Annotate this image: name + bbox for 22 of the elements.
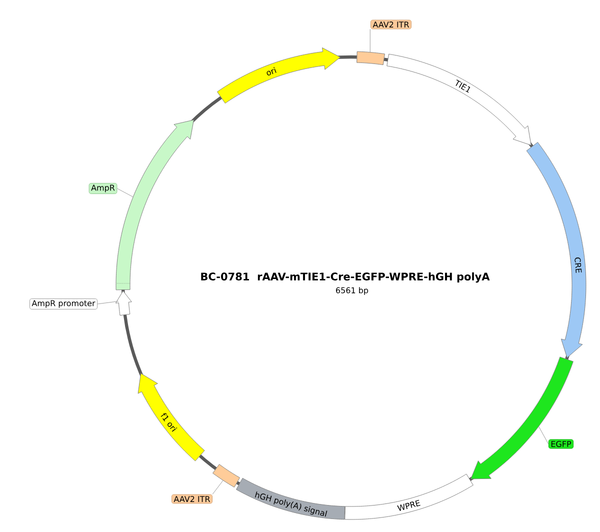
leader-line bbox=[97, 301, 119, 304]
feature-block bbox=[356, 51, 385, 66]
map-title: BC-0781 rAAV-mTIE1-Cre-EGFP-WPRE-hGH polyA bbox=[201, 272, 490, 283]
feature-segment bbox=[116, 120, 194, 290]
feature-segment: f1 ori bbox=[138, 373, 205, 462]
feature-block: hGH poly(A) signal bbox=[236, 478, 346, 520]
leader-line bbox=[538, 426, 549, 444]
feature-segment: ori bbox=[216, 47, 340, 104]
label-tag: AmpR promoter bbox=[29, 298, 98, 310]
leader-line bbox=[212, 480, 224, 495]
feature-segment: TIE1 bbox=[386, 54, 532, 146]
label-tag: AAV2 ITR bbox=[171, 494, 213, 504]
feature-segment bbox=[115, 290, 132, 316]
feature-segment: CRE bbox=[526, 142, 586, 358]
label-tag: AAV2 ITR bbox=[370, 20, 412, 30]
feature-block: WPRE bbox=[344, 474, 474, 520]
feature-block bbox=[212, 464, 240, 488]
leader-line bbox=[116, 188, 134, 198]
size-label: 6561 bp bbox=[336, 287, 368, 295]
label-tag: EGFP bbox=[548, 439, 574, 449]
feature-segment bbox=[470, 356, 574, 480]
label-tag: AmpR bbox=[88, 183, 118, 194]
